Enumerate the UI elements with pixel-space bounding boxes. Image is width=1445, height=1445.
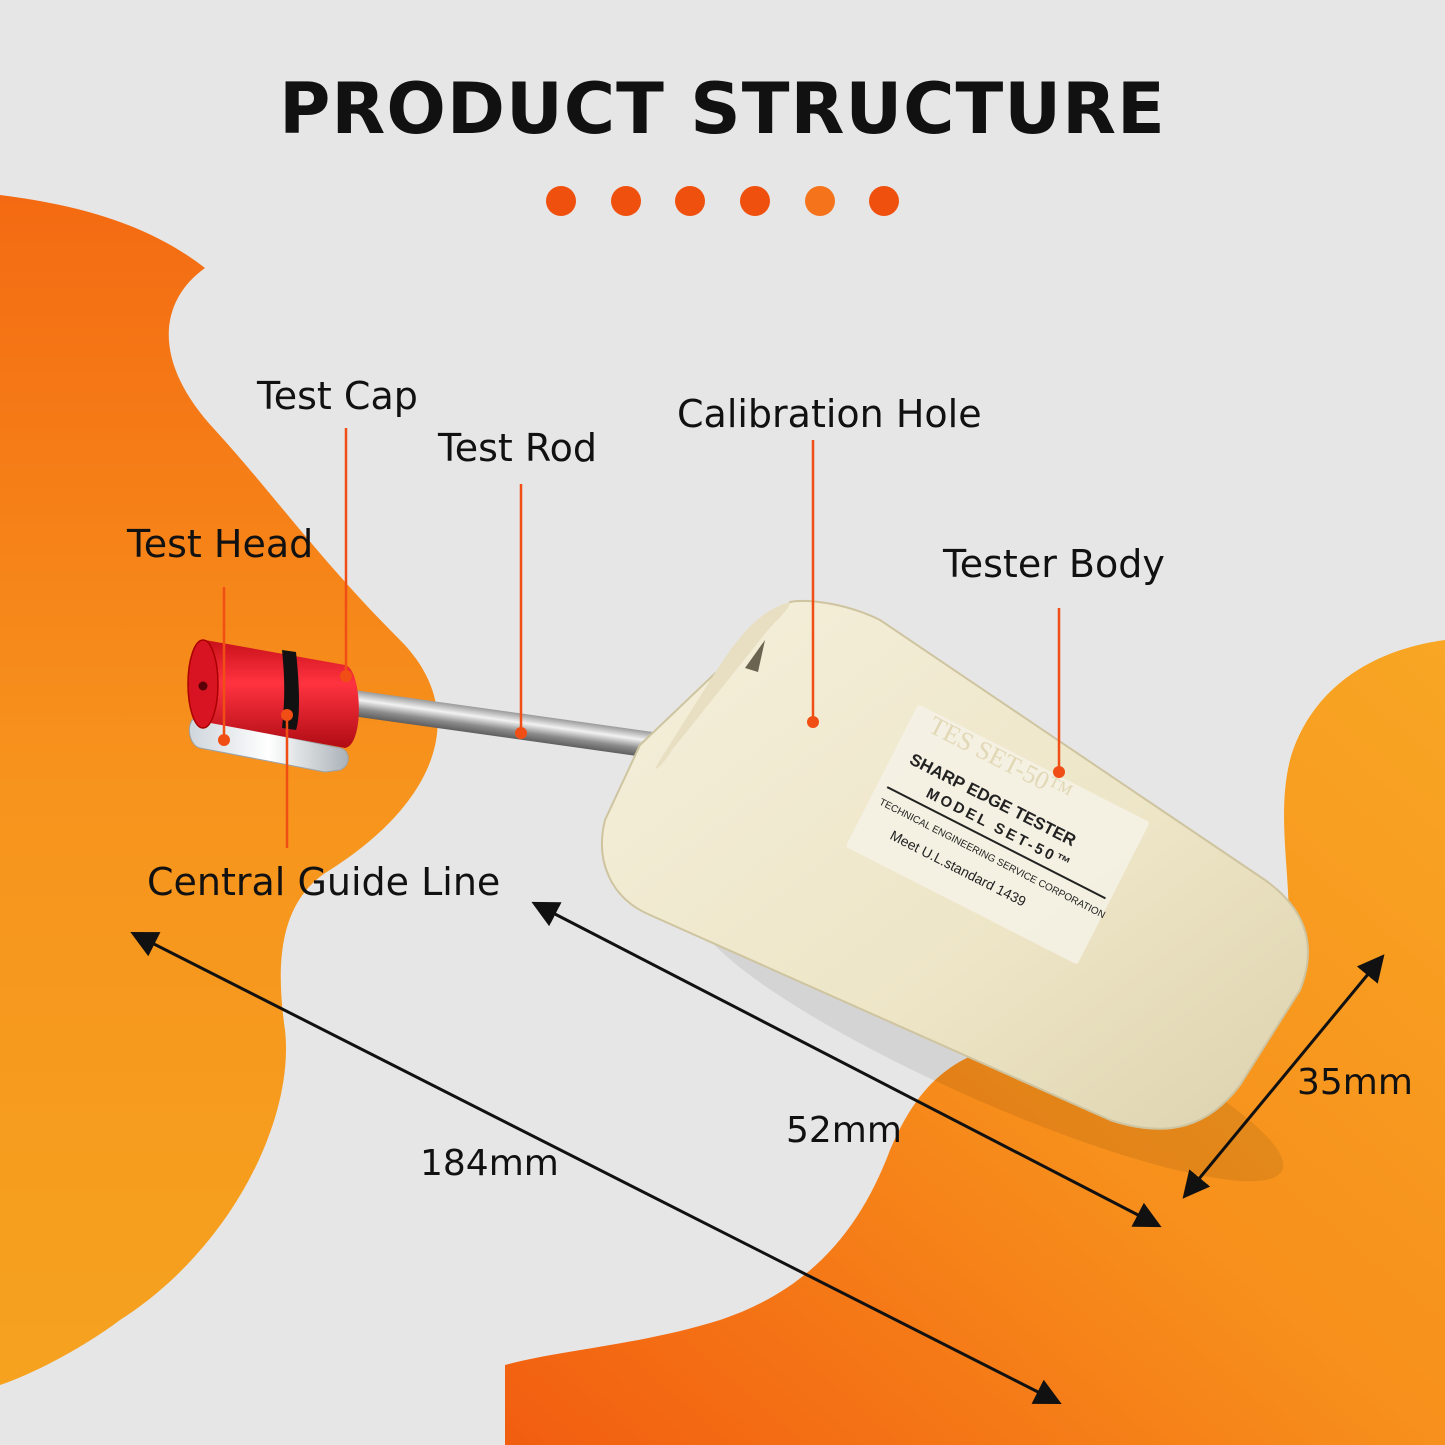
test-head-hole: [198, 681, 208, 691]
test-rod: [343, 689, 674, 761]
test-cap-assembly: [187, 639, 359, 773]
label-test-rod: Test Rod: [438, 426, 597, 470]
decor-dot: [611, 186, 641, 216]
decor-dot: [869, 186, 899, 216]
decor-dot: [546, 186, 576, 216]
dimension-label-184mm: 184mm: [420, 1143, 559, 1184]
decor-dot: [740, 186, 770, 216]
orange-blob-right: [505, 640, 1445, 1445]
dimension-label-52mm: 52mm: [786, 1110, 902, 1151]
sharp-edge-tester-device: TES SET-50™ SHARP EDGE TESTER MODEL SET-…: [187, 599, 1309, 1182]
orange-blob-left: [0, 195, 438, 1385]
dimension-arrow-35mm: [1182, 954, 1385, 1199]
label-calibration-hole: Calibration Hole: [677, 392, 982, 436]
page-title: PRODUCT STRUCTURE: [279, 68, 1166, 150]
decor-dot: [805, 186, 835, 216]
test-head-chrome: [188, 717, 349, 773]
decor-dot: [675, 186, 705, 216]
leader-endpoints: [218, 670, 1065, 778]
leader-lines: [222, 428, 1061, 848]
label-tester-body: Tester Body: [943, 542, 1165, 586]
label-test-cap: Test Cap: [257, 374, 418, 418]
label-test-head: Test Head: [127, 522, 314, 566]
dimension-label-35mm: 35mm: [1297, 1062, 1413, 1103]
device-label-sticker: [846, 705, 1149, 964]
dimension-arrow-52mm: [531, 901, 1162, 1228]
label-central-guide-line: Central Guide Line: [147, 860, 501, 904]
test-cap-red: [191, 640, 359, 748]
